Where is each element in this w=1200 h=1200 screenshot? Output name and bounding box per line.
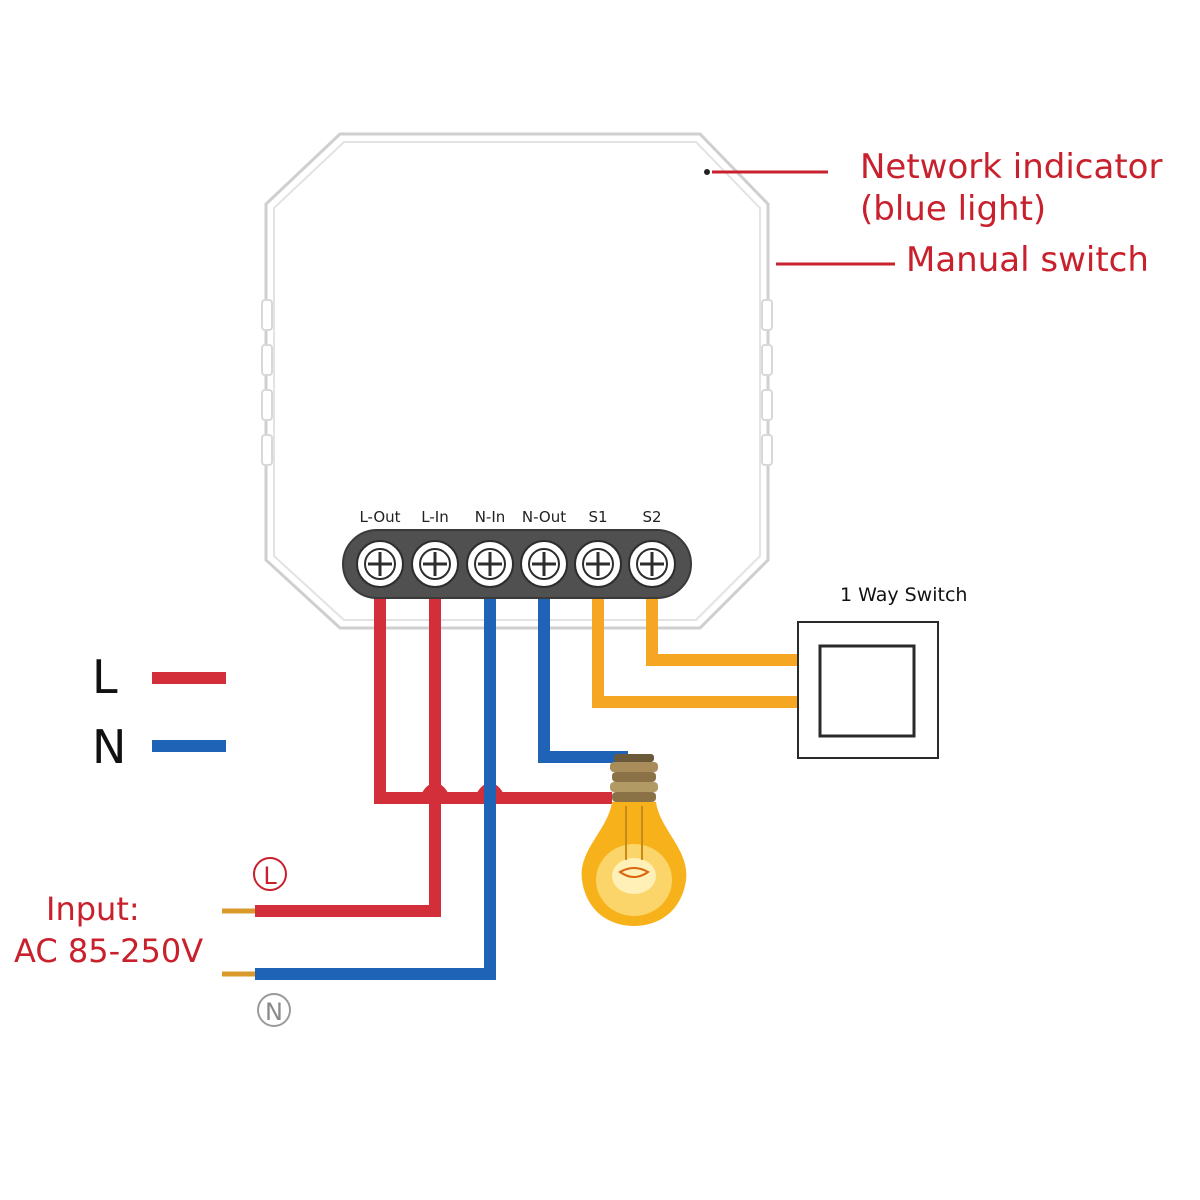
legend-key-neutral: N	[92, 720, 126, 774]
wire-s1-to-switch	[592, 590, 798, 708]
input-live-symbol-letter: L	[263, 862, 277, 890]
screw-terminal-n-in	[466, 540, 514, 588]
network-indicator-led	[704, 169, 710, 175]
one-way-switch-label: 1 Way Switch	[840, 584, 967, 606]
wire-s2-to-switch	[646, 590, 798, 666]
manual-switch-label: Manual switch	[906, 240, 1149, 280]
input-voltage-label: AC 85-250V	[14, 932, 203, 970]
input-label: Input:	[46, 890, 140, 928]
one-way-switch	[797, 621, 939, 759]
terminal-label-n-in: N-In	[475, 508, 506, 526]
screw-terminal-s2	[628, 540, 676, 588]
terminal-label-s2: S2	[642, 508, 661, 526]
smart-switch-module	[261, 132, 773, 630]
wires	[222, 590, 798, 980]
wire-color-legend: L N	[92, 650, 226, 774]
network-indicator-sublabel: (blue light)	[860, 189, 1046, 229]
terminal-label-n-out: N-Out	[522, 508, 566, 526]
terminal-label-l-in: L-In	[421, 508, 448, 526]
wire-n-in-from-input	[255, 590, 496, 980]
terminal-labels: L-Out L-In N-In N-Out S1 S2	[359, 508, 661, 526]
screw-terminal-l-in	[411, 540, 459, 588]
screw-terminal-l-out	[356, 540, 404, 588]
input-neutral-symbol-letter: N	[265, 998, 283, 1026]
terminal-label-l-out: L-Out	[359, 508, 400, 526]
terminal-label-s1: S1	[588, 508, 607, 526]
wire-l-in-from-input	[255, 590, 441, 917]
legend-key-live: L	[92, 650, 118, 704]
screw-terminal-s1	[574, 540, 622, 588]
terminal-block	[342, 529, 692, 599]
network-indicator-label: Network indicator	[860, 147, 1162, 187]
light-bulb-icon	[581, 754, 687, 926]
input-neutral-symbol: N	[257, 993, 291, 1027]
input-live-symbol: L	[253, 857, 287, 891]
screw-terminal-n-out	[520, 540, 568, 588]
module-side-notches	[261, 299, 773, 466]
